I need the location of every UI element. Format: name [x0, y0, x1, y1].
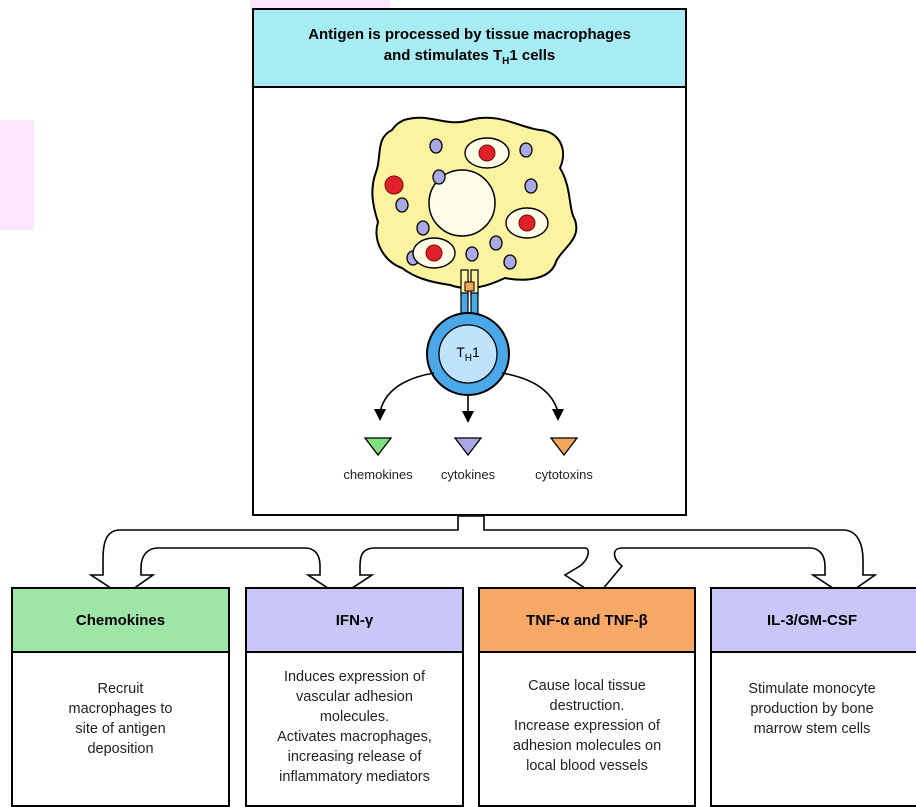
box-chemokines-body: Recruit macrophages to site of antigen d…: [68, 681, 173, 757]
antigen: [425, 244, 443, 262]
box-ifn-gamma-header: IFN-γ: [247, 589, 462, 653]
antigens: [384, 144, 536, 262]
label-cytotoxins: cytotoxins: [535, 467, 593, 482]
label-cytokines: cytokines: [440, 467, 496, 482]
box-ifn-gamma: IFN-γ Induces expression of vascular adh…: [245, 587, 464, 807]
box-il3-gmcsf-body: Stimulate monocyte production by bone ma…: [748, 681, 876, 737]
cytokine-marker: [453, 437, 483, 457]
title-line-2-pre: and stimulates T: [383, 47, 503, 64]
box-chemokines: Chemokines Recruit macrophages to site o…: [11, 587, 230, 807]
box-tnf-header: TNF-α and TNF-β: [480, 589, 694, 653]
box-il3-gmcsf: IL-3/GM-CSF Stimulate monocyte productio…: [710, 587, 916, 807]
granule: [395, 197, 409, 213]
box-il3-gmcsf-header: IL-3/GM-CSF: [712, 589, 916, 653]
box-ifn-gamma-body: Induces expression of vascular adhesion …: [277, 669, 432, 785]
background-tint-left: [0, 120, 34, 230]
cytotoxin-marker: [549, 437, 579, 457]
antigen: [478, 144, 496, 162]
top-box-title: Antigen is processed by tissue macrophag…: [308, 24, 631, 72]
granule: [489, 235, 503, 251]
label-chemokines: chemokines: [343, 467, 413, 482]
background-tint-top: [250, 0, 390, 10]
title-line-2-sub: H: [502, 56, 510, 67]
granule: [519, 142, 533, 158]
arrow-heads: [374, 409, 564, 423]
top-box: Antigen is processed by tissue macrophag…: [252, 8, 687, 516]
th1-nucleus: [438, 324, 498, 384]
granule: [465, 246, 479, 262]
granule: [524, 178, 538, 194]
granule: [503, 254, 517, 270]
box-tnf: TNF-α and TNF-β Cause local tissue destr…: [478, 587, 696, 807]
antigen: [518, 214, 536, 232]
granule: [416, 220, 430, 236]
th1-label: TH1: [456, 344, 480, 364]
macrophage-nucleus: [428, 169, 496, 237]
title-line-2-post: 1 cells: [509, 47, 556, 64]
top-box-header: Antigen is processed by tissue macrophag…: [254, 10, 685, 88]
box-tnf-body: Cause local tissue destruction. Increase…: [512, 678, 662, 774]
box-chemokines-header: Chemokines: [13, 589, 228, 653]
antigen-free: [384, 175, 404, 195]
title-line-1: Antigen is processed by tissue macrophag…: [308, 26, 631, 43]
granule: [429, 138, 443, 154]
chemokine-marker: [363, 437, 393, 457]
granule: [432, 169, 446, 185]
branch-arrows: [88, 515, 878, 598]
